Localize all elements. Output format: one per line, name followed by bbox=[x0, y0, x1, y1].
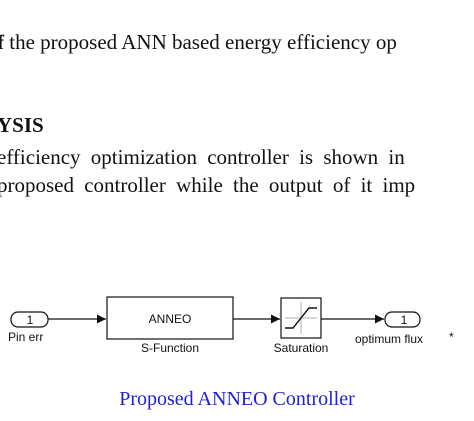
body-text-line-3: proposed controller while the output of … bbox=[0, 173, 416, 197]
inport-block: 1 Pin err bbox=[8, 311, 49, 344]
outport-block: 1 optimum flux * bbox=[355, 311, 454, 346]
sfunction-name: ANNEO bbox=[149, 312, 192, 326]
figure-caption: Proposed ANNEO Controller bbox=[119, 388, 355, 410]
line1-bold-fragment: f bbox=[0, 30, 4, 54]
outport-shape bbox=[384, 311, 421, 328]
section-heading: YSIS bbox=[0, 113, 44, 137]
outport-label: optimum flux bbox=[355, 332, 423, 346]
line1-text: the proposed ANN based energy efficiency… bbox=[4, 30, 397, 54]
body-text-line-1: f the proposed ANN based energy efficien… bbox=[0, 30, 397, 55]
sfunction-block: ANNEO S-Function bbox=[106, 296, 234, 355]
outport-number: 1 bbox=[401, 313, 408, 327]
body-text-line-2: efficiency optimization controller is sh… bbox=[0, 145, 405, 169]
saturation-label: Saturation bbox=[274, 341, 329, 355]
saturation-block: Saturation bbox=[274, 297, 329, 355]
sfunction-shape bbox=[106, 296, 234, 340]
inport-number: 1 bbox=[27, 313, 34, 327]
outport-mark: * bbox=[449, 330, 454, 344]
saturation-curve-icon bbox=[285, 307, 317, 329]
inport-label: Pin err bbox=[8, 330, 43, 344]
simulink-block-diagram: 1 Pin err ANNEO S-Function Saturation 1 … bbox=[8, 296, 454, 355]
sfunction-label: S-Function bbox=[141, 341, 199, 355]
